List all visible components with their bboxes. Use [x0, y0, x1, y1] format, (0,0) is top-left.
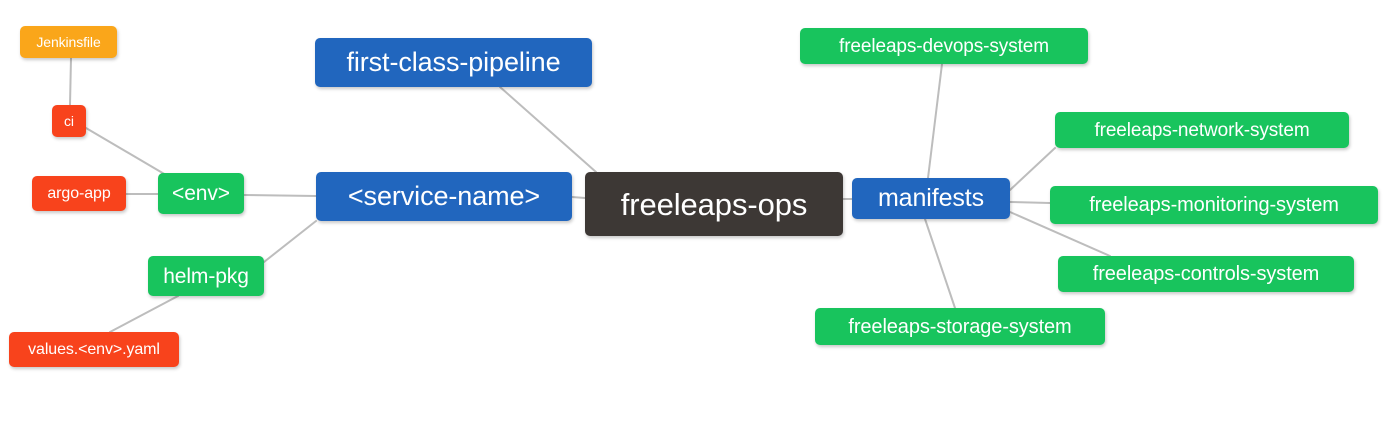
edge-pipeline-to-freeleaps-ops — [499, 86, 597, 173]
node-storage[interactable]: freeleaps-storage-system — [815, 308, 1105, 345]
edge-env-to-service-name — [243, 194, 317, 197]
edge-manifests-to-monitoring — [1009, 201, 1051, 204]
node-label-freeleaps-ops: freeleaps-ops — [620, 186, 808, 222]
node-label-helm-pkg: helm-pkg — [163, 264, 249, 288]
node-label-devops: freeleaps-devops-system — [839, 35, 1049, 57]
node-jenkinsfile[interactable]: Jenkinsfile — [20, 26, 117, 58]
node-helm-pkg[interactable]: helm-pkg — [148, 256, 264, 296]
node-label-controls: freeleaps-controls-system — [1092, 263, 1320, 285]
edge-helm-pkg-to-values-yaml — [109, 295, 179, 333]
node-label-monitoring: freeleaps-monitoring-system — [1089, 194, 1339, 216]
node-label-argo-app: argo-app — [47, 184, 111, 202]
node-label-pipeline: first-class-pipeline — [346, 47, 561, 77]
node-label-env: <env> — [172, 182, 230, 205]
node-label-service-name: <service-name> — [347, 181, 541, 211]
node-network[interactable]: freeleaps-network-system — [1055, 112, 1349, 148]
edge-service-name-to-helm-pkg — [263, 220, 317, 263]
node-values-yaml[interactable]: values.<env>.yaml — [9, 332, 179, 367]
node-pipeline[interactable]: first-class-pipeline — [315, 38, 592, 87]
node-controls[interactable]: freeleaps-controls-system — [1058, 256, 1354, 292]
edge-manifests-to-devops — [927, 63, 943, 179]
edge-service-name-to-freeleaps-ops — [571, 196, 586, 199]
edge-manifests-to-storage — [924, 218, 956, 309]
node-label-storage: freeleaps-storage-system — [848, 315, 1072, 338]
node-devops[interactable]: freeleaps-devops-system — [800, 28, 1088, 64]
node-label-values-yaml: values.<env>.yaml — [28, 340, 160, 358]
node-manifests[interactable]: manifests — [852, 178, 1010, 219]
edge-jenkinsfile-to-ci — [69, 57, 72, 106]
node-freeleaps-ops[interactable]: freeleaps-ops — [585, 172, 843, 236]
node-argo-app[interactable]: argo-app — [32, 176, 126, 211]
node-label-network: freeleaps-network-system — [1094, 119, 1310, 141]
node-label-manifests: manifests — [877, 184, 985, 212]
node-ci[interactable]: ci — [52, 105, 86, 137]
edge-manifests-to-network — [1009, 147, 1056, 191]
node-label-jenkinsfile: Jenkinsfile — [36, 34, 101, 50]
node-service-name[interactable]: <service-name> — [316, 172, 572, 221]
node-label-ci: ci — [64, 113, 74, 129]
node-env[interactable]: <env> — [158, 173, 244, 214]
node-monitoring[interactable]: freeleaps-monitoring-system — [1050, 186, 1378, 224]
